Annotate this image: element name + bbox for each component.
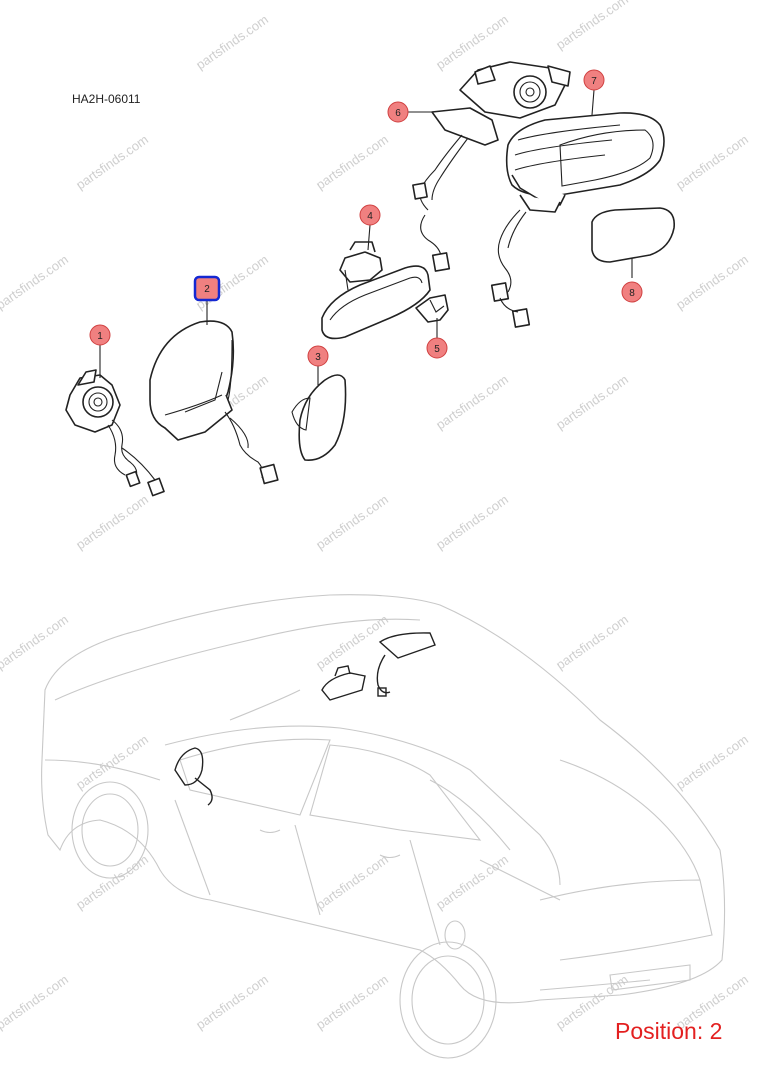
callout-number: 7 (591, 76, 597, 87)
watermark: partsfinds.com (0, 612, 71, 673)
part-5-mirror-cover[interactable] (415, 294, 449, 323)
watermark: partsfinds.com (673, 732, 751, 793)
watermark: partsfinds.com (673, 132, 751, 193)
watermark: partsfinds.com (313, 852, 391, 913)
part-3-mirror-glass[interactable] (291, 374, 347, 462)
callout-layer: 1 2 3 4 5 6 7 8 (89, 69, 643, 367)
watermark: partsfinds.com (433, 372, 511, 433)
watermark: partsfinds.com (73, 492, 151, 553)
callout-1[interactable]: 1 (89, 324, 111, 346)
callout-number: 4 (367, 211, 373, 222)
callout-number: 5 (434, 344, 440, 355)
watermark: partsfinds.com (433, 12, 511, 73)
position-label: Position: 2 (615, 1018, 723, 1044)
watermark: partsfinds.com (313, 132, 391, 193)
watermark: partsfinds.com (0, 252, 71, 313)
part-2-outside-mirror-assembly[interactable] (149, 320, 279, 485)
watermark: partsfinds.com (73, 132, 151, 193)
part-4-inside-mirror[interactable] (321, 241, 431, 340)
leader-lines (99, 89, 633, 385)
callout-number: 1 (97, 331, 103, 342)
part-8-mirror-glass[interactable] (591, 207, 676, 263)
watermark: partsfinds.com (313, 972, 391, 1033)
callout-number: 6 (395, 108, 401, 119)
diagram-code: HA2H-06011 (72, 92, 141, 106)
callout-3[interactable]: 3 (307, 345, 329, 367)
watermark: partsfinds.com (433, 492, 511, 553)
watermark: partsfinds.com (553, 372, 631, 433)
watermark: partsfinds.com (193, 972, 271, 1033)
callout-6[interactable]: 6 (387, 101, 409, 123)
part-7-outside-mirror-assembly[interactable] (490, 112, 665, 328)
watermark: partsfinds.com (553, 0, 631, 52)
callout-number: 8 (629, 288, 635, 299)
callout-8[interactable]: 8 (621, 281, 643, 303)
vehicle-outline (41, 594, 726, 1059)
watermark: partsfinds.com (553, 612, 631, 673)
watermark: partsfinds.com (673, 252, 751, 313)
watermark: partsfinds.com (0, 972, 71, 1033)
part-6-actuator-harness[interactable] (412, 61, 571, 272)
watermark: partsfinds.com (193, 12, 271, 73)
callout-2-highlighted[interactable]: 2 (193, 275, 221, 302)
watermark: partsfinds.com (313, 492, 391, 553)
part-1-mirror-actuator[interactable] (65, 369, 165, 497)
watermark: partsfinds.com (433, 852, 511, 913)
callout-number: 2 (204, 284, 210, 295)
callout-5[interactable]: 5 (426, 337, 448, 359)
callout-4[interactable]: 4 (359, 204, 381, 226)
callout-7[interactable]: 7 (583, 69, 605, 91)
callout-number: 3 (315, 352, 321, 363)
